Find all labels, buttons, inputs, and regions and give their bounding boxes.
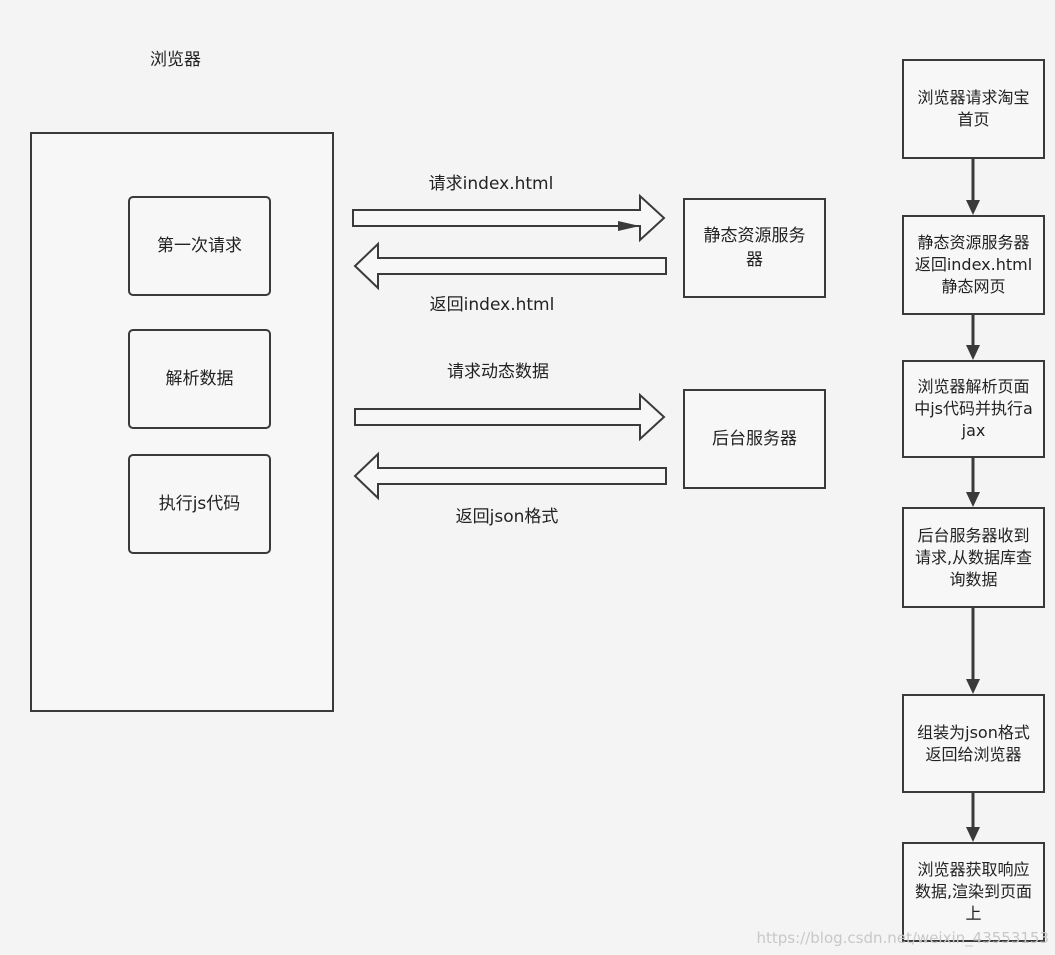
flow-step-5: 组装为json格式返回给浏览器 [902, 694, 1045, 793]
step-execute-js-label: 执行js代码 [158, 494, 241, 514]
step-first-request-label: 第一次请求 [157, 236, 242, 256]
flow-step-1-label: 浏览器请求淘宝首页 [917, 88, 1030, 129]
backend-server-label: 后台服务器 [712, 429, 797, 449]
flow-step-6-label: 浏览器获取响应数据,渲染到页面上 [914, 860, 1033, 923]
flow-step-2-label: 静态资源服务器返回index.html静态网页 [914, 233, 1033, 296]
flow-step-4-label: 后台服务器收到请求,从数据库查询数据 [914, 525, 1033, 589]
backend-server-box: 后台服务器 [683, 389, 826, 489]
static-server-label: 静态资源服务器 [703, 226, 806, 270]
arrow-return-index [353, 241, 667, 291]
arrow-request-index [352, 193, 666, 243]
flow-step-4: 后台服务器收到请求,从数据库查询数据 [902, 507, 1045, 608]
flow-step-3-label: 浏览器解析页面中js代码并执行ajax [914, 377, 1033, 440]
flow-step-5-label: 组装为json格式返回给浏览器 [917, 722, 1030, 764]
flow-step-1: 浏览器请求淘宝首页 [902, 59, 1045, 159]
label-return-json: 返回json格式 [455, 507, 559, 527]
step-parse-data: 解析数据 [128, 329, 271, 429]
flow-connectors [966, 159, 980, 842]
flow-step-2: 静态资源服务器返回index.html静态网页 [902, 215, 1045, 315]
label-return-index: 返回index.html [429, 295, 555, 315]
browser-title: 浏览器 [150, 50, 201, 70]
label-request-index: 请求index.html [428, 174, 554, 194]
arrow-request-dynamic [354, 392, 666, 442]
arrow-return-json [353, 451, 667, 501]
static-server-box: 静态资源服务器 [683, 198, 826, 298]
flow-step-6: 浏览器获取响应数据,渲染到页面上 [902, 842, 1045, 942]
watermark-text: https://blog.csdn.net/weixin_43553153 [756, 929, 1049, 947]
label-request-dynamic: 请求动态数据 [447, 362, 549, 382]
step-parse-data-label: 解析数据 [165, 369, 234, 389]
step-first-request: 第一次请求 [128, 196, 271, 296]
flow-step-3: 浏览器解析页面中js代码并执行ajax [902, 360, 1045, 458]
step-execute-js: 执行js代码 [128, 454, 271, 554]
